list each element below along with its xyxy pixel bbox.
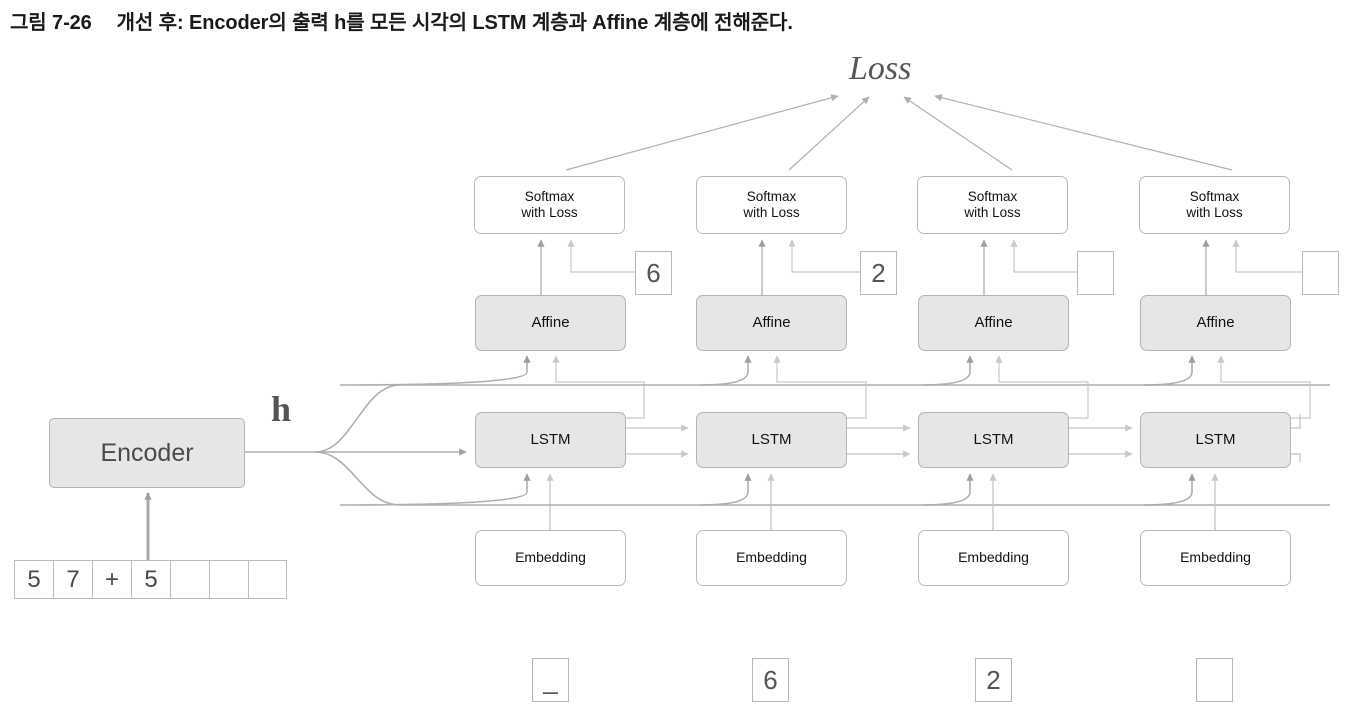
lstm-label: LSTM	[530, 430, 571, 448]
h-vector-label: h	[271, 389, 292, 429]
softmax-label-line1: Softmax	[1189, 188, 1240, 204]
softmax-label-line2: with Loss	[521, 205, 578, 220]
softmax-label-line2: with Loss	[1186, 205, 1243, 220]
input-cell[interactable]: 5	[131, 560, 170, 599]
input-cell[interactable]: 7	[53, 560, 92, 599]
softmax-label-line1: Softmax	[746, 188, 797, 204]
loss-label: Loss	[849, 50, 912, 87]
input-cell[interactable]	[248, 560, 287, 599]
encoder-input-strip: 5 7 + 5	[14, 560, 287, 599]
affine-label: Affine	[1196, 313, 1235, 331]
affine-block[interactable]: Affine	[1140, 295, 1291, 351]
teacher-label-box[interactable]: 6	[635, 251, 672, 295]
softmax-label-line2: with Loss	[743, 205, 800, 220]
softmax-label-line1: Softmax	[967, 188, 1018, 204]
affine-label: Affine	[531, 313, 570, 331]
embedding-label: Embedding	[958, 549, 1029, 566]
embedding-block[interactable]: Embedding	[696, 530, 847, 586]
softmax-with-loss-block[interactable]: Softmax with Loss	[1139, 176, 1290, 234]
embedding-block[interactable]: Embedding	[475, 530, 626, 586]
embedding-block[interactable]: Embedding	[918, 530, 1069, 586]
teacher-label-box[interactable]: 2	[860, 251, 897, 295]
affine-block[interactable]: Affine	[696, 295, 847, 351]
softmax-with-loss-block[interactable]: Softmax with Loss	[474, 176, 625, 234]
input-cell[interactable]: 5	[14, 560, 53, 599]
figure-caption: 그림 7-26 개선 후: Encoder의 출력 h를 모든 시각의 LSTM…	[10, 6, 793, 35]
teacher-label-box[interactable]	[1077, 251, 1114, 295]
encoder-block[interactable]: Encoder	[49, 418, 245, 488]
figure-number: 그림 7-26	[10, 12, 92, 34]
figure-caption-text: 개선 후: Encoder의 출력 h를 모든 시각의 LSTM 계층과 Aff…	[116, 12, 793, 34]
softmax-label-line2: with Loss	[964, 205, 1021, 220]
input-cell[interactable]	[170, 560, 209, 599]
affine-block[interactable]: Affine	[918, 295, 1069, 351]
embedding-label: Embedding	[1180, 549, 1251, 566]
decoder-input-box[interactable]: 2	[975, 658, 1012, 702]
decoder-input-box[interactable]	[1196, 658, 1233, 702]
lstm-label: LSTM	[1195, 430, 1236, 448]
lstm-label: LSTM	[973, 430, 1014, 448]
lstm-block[interactable]: LSTM	[918, 412, 1069, 468]
input-cell[interactable]	[209, 560, 248, 599]
lstm-block[interactable]: LSTM	[696, 412, 847, 468]
affine-label: Affine	[974, 313, 1013, 331]
softmax-label-line1: Softmax	[524, 188, 575, 204]
embedding-block[interactable]: Embedding	[1140, 530, 1291, 586]
lstm-label: LSTM	[751, 430, 792, 448]
embedding-label: Embedding	[736, 549, 807, 566]
softmax-with-loss-block[interactable]: Softmax with Loss	[917, 176, 1068, 234]
affine-block[interactable]: Affine	[475, 295, 626, 351]
teacher-label-box[interactable]	[1302, 251, 1339, 295]
decoder-input-box[interactable]: 6	[752, 658, 789, 702]
embedding-label: Embedding	[515, 549, 586, 566]
affine-label: Affine	[752, 313, 791, 331]
lstm-block[interactable]: LSTM	[1140, 412, 1291, 468]
softmax-with-loss-block[interactable]: Softmax with Loss	[696, 176, 847, 234]
lstm-block[interactable]: LSTM	[475, 412, 626, 468]
encoder-label: Encoder	[100, 438, 194, 467]
decoder-input-box[interactable]: _	[532, 658, 569, 702]
input-cell[interactable]: +	[92, 560, 131, 599]
